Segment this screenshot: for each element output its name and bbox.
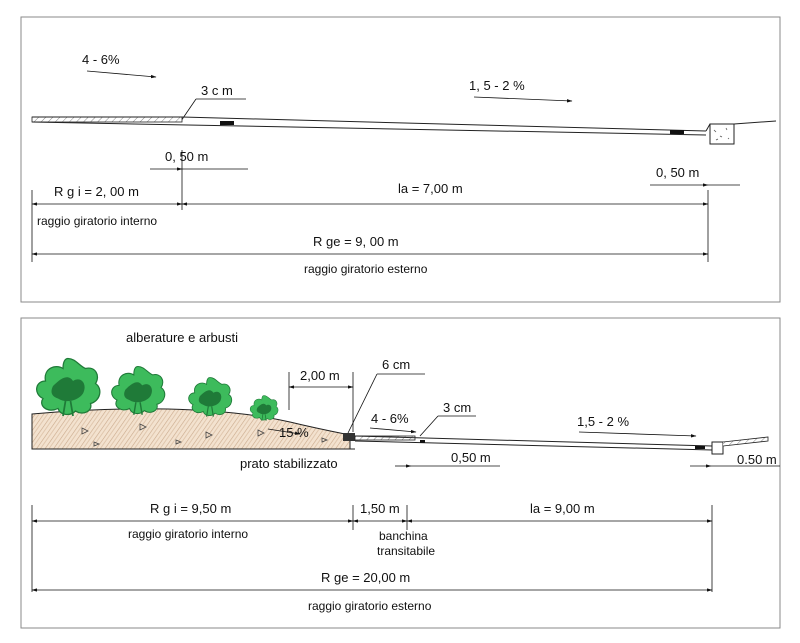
bottom-shoulder-outer-label: 0.50 m: [737, 452, 777, 467]
bottom-curb-depth-label: 3 cm: [443, 400, 471, 415]
top-rgi-label: R g i = 2, 00 m: [54, 184, 139, 199]
top-section-panel: [20, 16, 781, 303]
top-rgi-caption: raggio giratorio interno: [37, 214, 157, 228]
bottom-shoulder-inner-label: 0,50 m: [451, 450, 491, 465]
top-road-marker-right: [670, 130, 684, 134]
banchina-caption-line1: banchina: [379, 529, 428, 543]
top-la-label: la = 7,00 m: [398, 181, 463, 196]
top-slope-left-label: 4 - 6%: [82, 52, 120, 67]
bottom-rge-caption: raggio giratorio esterno: [308, 599, 432, 613]
bottom-la-label: la = 9,00 m: [530, 501, 595, 516]
lawn-label: prato stabilizzato: [240, 456, 338, 471]
embankment-slope-label: 15 %: [279, 425, 309, 440]
top-inner-shoulder-strip: [31, 116, 183, 123]
top-curb-depth-label: 3 c m: [201, 83, 233, 98]
tree-icon: [110, 365, 166, 416]
bottom-slope-left-label: 4 - 6%: [371, 411, 409, 426]
top-rge-label: R ge = 9, 00 m: [313, 234, 399, 249]
tree-icon: [35, 357, 101, 417]
bottom-section-panel: [20, 317, 781, 629]
tree-icon: [188, 376, 233, 418]
vegetation-label: alberature e arbusti: [126, 330, 238, 345]
tree-icon: [249, 395, 279, 422]
curb-height-label: 6 cm: [382, 357, 410, 372]
top-slope-right-label: 1, 5 - 2 %: [469, 78, 525, 93]
bottom-road-marker-right: [695, 446, 705, 449]
top-shoulder-right-label: 0, 50 m: [656, 165, 699, 180]
bottom-curb: [343, 433, 355, 441]
top-outer-curb: [709, 123, 735, 145]
banchina-caption-line2: transitabile: [377, 544, 435, 558]
top-rge-caption: raggio giratorio esterno: [304, 262, 428, 276]
bottom-outer-curb: [711, 441, 724, 455]
bottom-rgi-caption: raggio giratorio interno: [128, 527, 248, 541]
bottom-banchina-width-label: 1,50 m: [360, 501, 400, 516]
bottom-slope-right-label: 1,5 - 2 %: [577, 414, 629, 429]
berm-width-label: 2,00 m: [300, 368, 340, 383]
top-road-marker-left: [220, 121, 234, 125]
bottom-rge-label: R ge = 20,00 m: [321, 570, 410, 585]
bottom-rgi-label: R g i = 9,50 m: [150, 501, 231, 516]
bottom-road-marker-left: [420, 440, 425, 443]
top-shoulder-left-label: 0, 50 m: [165, 149, 208, 164]
